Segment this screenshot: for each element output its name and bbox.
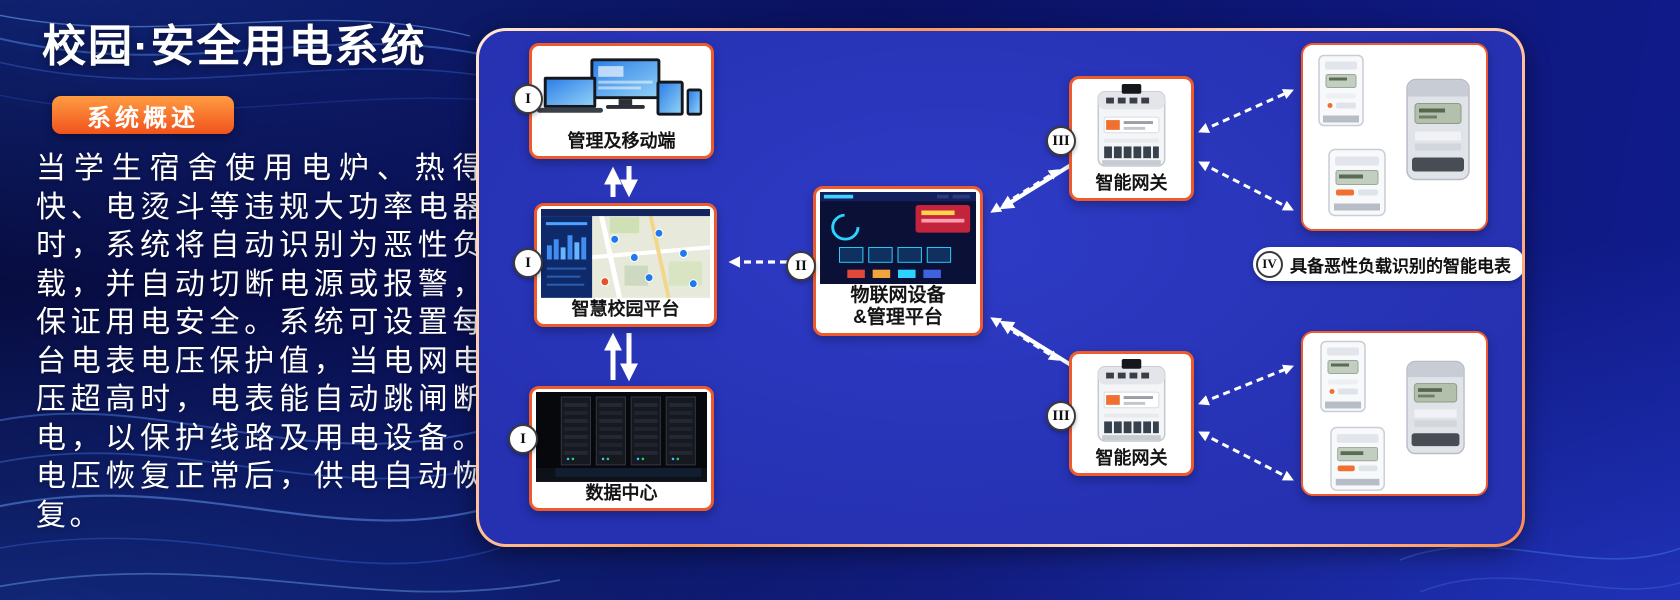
smart-meter-illustration-bottom <box>1320 340 1465 491</box>
campus-dashboard-illustration <box>537 206 714 298</box>
numeral-badge-gateway-top: III <box>1046 126 1076 156</box>
gateway-illustration-top <box>1072 79 1191 172</box>
smart-meters-bottom-panel <box>1301 331 1488 496</box>
system-description-text: 当学生宿舍使用电炉、热得快、电烫斗等违规大功率电器时，系统将自动识别为恶性负载，… <box>36 152 486 532</box>
node-label-gateway-bottom: 智能网关 <box>1095 447 1168 468</box>
numeral-badge-management: I <box>513 84 543 114</box>
devices-illustration <box>532 46 711 130</box>
node-label-iot-line1: 物联网设备 <box>850 285 946 307</box>
numeral-badge-gateway-bottom: III <box>1046 401 1076 431</box>
node-label-data-center: 数据中心 <box>585 482 658 503</box>
numeral-badge-campus-platform: I <box>513 248 543 278</box>
gateway-illustration-bottom <box>1072 354 1191 447</box>
numeral-badge-iot: II <box>786 251 816 281</box>
numeral-badge-data-center: I <box>508 424 538 454</box>
node-iot-platform: 物联网设备 &管理平台 <box>813 186 983 336</box>
smart-meter-caption-text: 具备恶性负载识别的智能电表 <box>1290 256 1511 276</box>
node-label-gateway-top: 智能网关 <box>1095 172 1168 193</box>
datacenter-illustration <box>532 389 711 482</box>
system-diagram-panel: 管理及移动端 <box>476 28 1525 547</box>
smart-meter-caption: IV 具备恶性负载识别的智能电表 <box>1253 247 1522 281</box>
page-title: 校园·安全用电系统 <box>42 22 427 71</box>
smart-meters-top-panel <box>1301 43 1488 231</box>
node-campus-platform: 智慧校园平台 <box>534 203 717 327</box>
node-gateway-bottom: 智能网关 <box>1069 351 1194 476</box>
node-label-campus-platform: 智慧校园平台 <box>571 298 680 319</box>
node-data-center: 数据中心 <box>529 386 714 511</box>
system-overview-badge: 系统概述 <box>52 96 234 134</box>
iot-dashboard-illustration <box>816 189 980 285</box>
node-label-management: 管理及移动端 <box>567 130 676 151</box>
node-management-mobile: 管理及移动端 <box>529 43 714 159</box>
smart-meter-illustration-top <box>1318 54 1470 217</box>
node-label-iot-line2: &管理平台 <box>853 306 943 328</box>
numeral-badge-meters: IV <box>1256 250 1283 278</box>
node-gateway-top: 智能网关 <box>1069 76 1194 201</box>
